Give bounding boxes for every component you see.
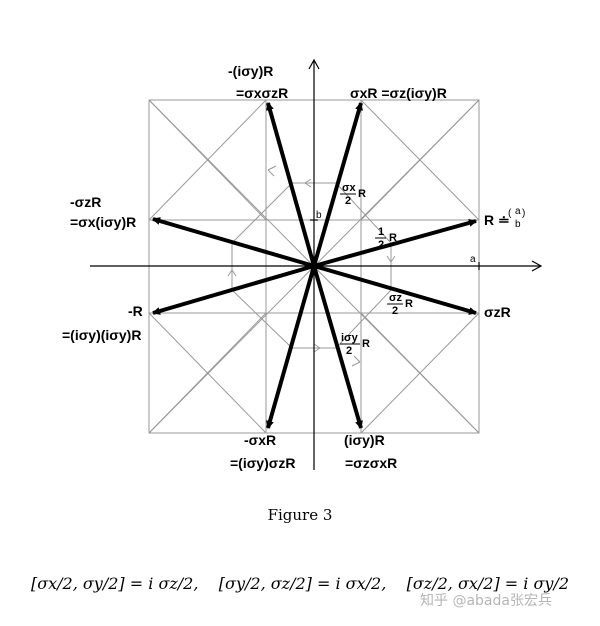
label-bottom-right-2: =σzσxR [345, 455, 397, 471]
label-lower-right: σzR [484, 304, 511, 320]
vector-bottom-right [312, 265, 363, 429]
vector-right [313, 219, 477, 268]
vector-top-right [312, 102, 363, 267]
inner-sx-r: R [358, 188, 366, 200]
inner-sz-den: 2 [392, 305, 398, 317]
vector-lower-left [152, 264, 315, 315]
inner-isy-num: iσy [341, 332, 359, 344]
watermark: 知乎 @abada张宏兵 [420, 593, 552, 609]
inner-sx-num: σx [342, 182, 357, 194]
label-right-vec-open: ( [508, 208, 512, 219]
label-right-R: R ≐ [484, 212, 510, 228]
inner-half-r: R [389, 232, 397, 244]
vector-bottom-left [266, 265, 316, 429]
inner-isy-den: 2 [346, 345, 352, 357]
label-right-vec-b: b [515, 219, 521, 230]
vector-top-left [266, 102, 316, 267]
vector-left [152, 217, 315, 268]
pauli-rotation-diagram: a b -(iσy)R =σxσzR σxR =σz(iσy)R -σzR =σ… [62, 58, 543, 471]
label-bottom-right-1: (iσy)R [344, 432, 385, 448]
vector-lower-right [313, 264, 477, 315]
y-axis-label: b [316, 210, 322, 221]
label-lower-left-1: -R [128, 303, 143, 319]
label-right-vec-a: a [515, 206, 521, 217]
label-bottom-left-1: -σxR [244, 432, 276, 448]
label-left-1: -σzR [70, 194, 101, 210]
label-top-right: σxR =σz(iσy)R [350, 85, 447, 101]
inner-sz-num: σz [389, 292, 403, 304]
label-top-left-1: -(iσy)R [228, 63, 273, 79]
inner-isy-r: R [362, 338, 370, 350]
inner-sx-den: 2 [345, 195, 351, 207]
label-bottom-left-2: =(iσy)σzR [230, 455, 295, 471]
x-axis-label: a [470, 254, 476, 265]
inner-half-den: 2 [378, 239, 384, 251]
label-lower-left-2: =(iσy)(iσy)R [62, 327, 141, 343]
inner-labels: σx 2 R 1 2 R σz 2 R iσy 2 R [340, 182, 413, 357]
inner-half-num: 1 [378, 226, 384, 238]
vectors [152, 102, 477, 429]
label-left-2: =σx(iσy)R [70, 214, 136, 230]
commutator-formula: [σx/2, σy/2] = i σz/2, [σy/2, σz/2] = i … [30, 574, 570, 593]
label-right-vec-close: ) [522, 208, 525, 219]
figure-caption: Figure 3 [267, 506, 333, 524]
label-top-left-2: =σxσzR [236, 85, 288, 101]
inner-sz-r: R [405, 298, 413, 310]
